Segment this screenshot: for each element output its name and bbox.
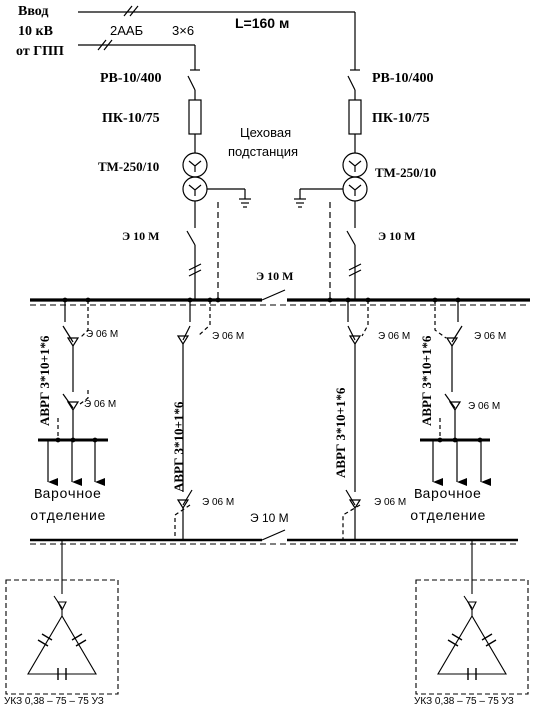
- lower-bus-breaker-label: Э 10 М: [250, 511, 289, 525]
- feeder2-breaker-label-bottom: Э 06 М: [202, 497, 235, 508]
- feeder1-cable-label: АВРГ 3*10+1*6: [37, 335, 52, 426]
- transformer-label-right: ТМ-250/10: [375, 165, 437, 180]
- substation-label-line1: Цеховая: [240, 125, 292, 140]
- input-label-line3: от ГПП: [16, 44, 64, 59]
- fuse-left: [188, 99, 202, 135]
- feeder4-cable-label: АВРГ 3*10+1*6: [419, 335, 434, 426]
- capacitor-triangle-right: [437, 614, 507, 675]
- feeder1-breaker-label-bottom: Э 06 М: [84, 399, 117, 410]
- fuse-label-left: ПК-10/75: [102, 111, 160, 126]
- fuse-label-right: ПК-10/75: [372, 111, 430, 126]
- disconnector-label-left: РВ-10/400: [100, 71, 162, 86]
- compensation-label-right: УКЗ 0,38 – 75 – 75 УЗ: [414, 696, 514, 707]
- input-label-line2: 10 кВ: [18, 24, 53, 39]
- feeder3-breaker-label-bottom: Э 06 М: [374, 497, 407, 508]
- compensation-box-left: [5, 579, 119, 695]
- transformer-right-secondary: [342, 176, 368, 202]
- cable-section-label: 3×6: [172, 23, 195, 38]
- feeder1-breaker-label-top: Э 06 М: [86, 329, 119, 340]
- transformer-label-left: ТМ-250/10: [98, 159, 160, 174]
- cable-type-label: 2ААБ: [110, 23, 144, 38]
- disconnector-left: [187, 75, 196, 91]
- section-breaker-label: Э 10 М: [256, 269, 294, 283]
- compensation-label-left: УКЗ 0,38 – 75 – 75 УЗ: [4, 696, 104, 707]
- disconnector-right: [347, 75, 356, 91]
- input-label-line1: Ввод: [18, 4, 49, 19]
- feeder2-cable-label: АВРГ 3*10+1*6: [171, 401, 186, 492]
- section-breaker: [261, 289, 286, 301]
- lower-bus-breaker: [261, 529, 286, 541]
- transformer-left-secondary: [182, 176, 208, 202]
- load-label-left-line2: отделение: [30, 509, 106, 525]
- feeder4-breaker-label-top: Э 06 М: [474, 331, 507, 342]
- main-breaker-label-left: Э 10 М: [122, 229, 160, 243]
- load-label-left-line1: Варочное: [34, 487, 102, 503]
- substation-label-line2: подстанция: [228, 144, 299, 159]
- feeder2-breaker-label-top: Э 06 М: [212, 331, 245, 342]
- main-breaker-label-right: Э 10 М: [378, 229, 416, 243]
- load-label-right-line2: отделение: [410, 509, 486, 525]
- line-length-label: L=160 м: [235, 15, 290, 31]
- feeder3-cable-label: АВРГ 3*10+1*6: [333, 387, 348, 478]
- feeder3-breaker-label-top: Э 06 М: [378, 331, 411, 342]
- capacitor-triangle-left: [27, 614, 97, 675]
- load-label-right-line1: Варочное: [414, 487, 482, 503]
- feeder4-breaker-label-bottom: Э 06 М: [468, 401, 501, 412]
- transformer-right-primary: [342, 152, 368, 178]
- transformer-left-primary: [182, 152, 208, 178]
- compensation-box-right: [415, 579, 529, 695]
- disconnector-label-right: РВ-10/400: [372, 71, 434, 86]
- fuse-right: [348, 99, 362, 135]
